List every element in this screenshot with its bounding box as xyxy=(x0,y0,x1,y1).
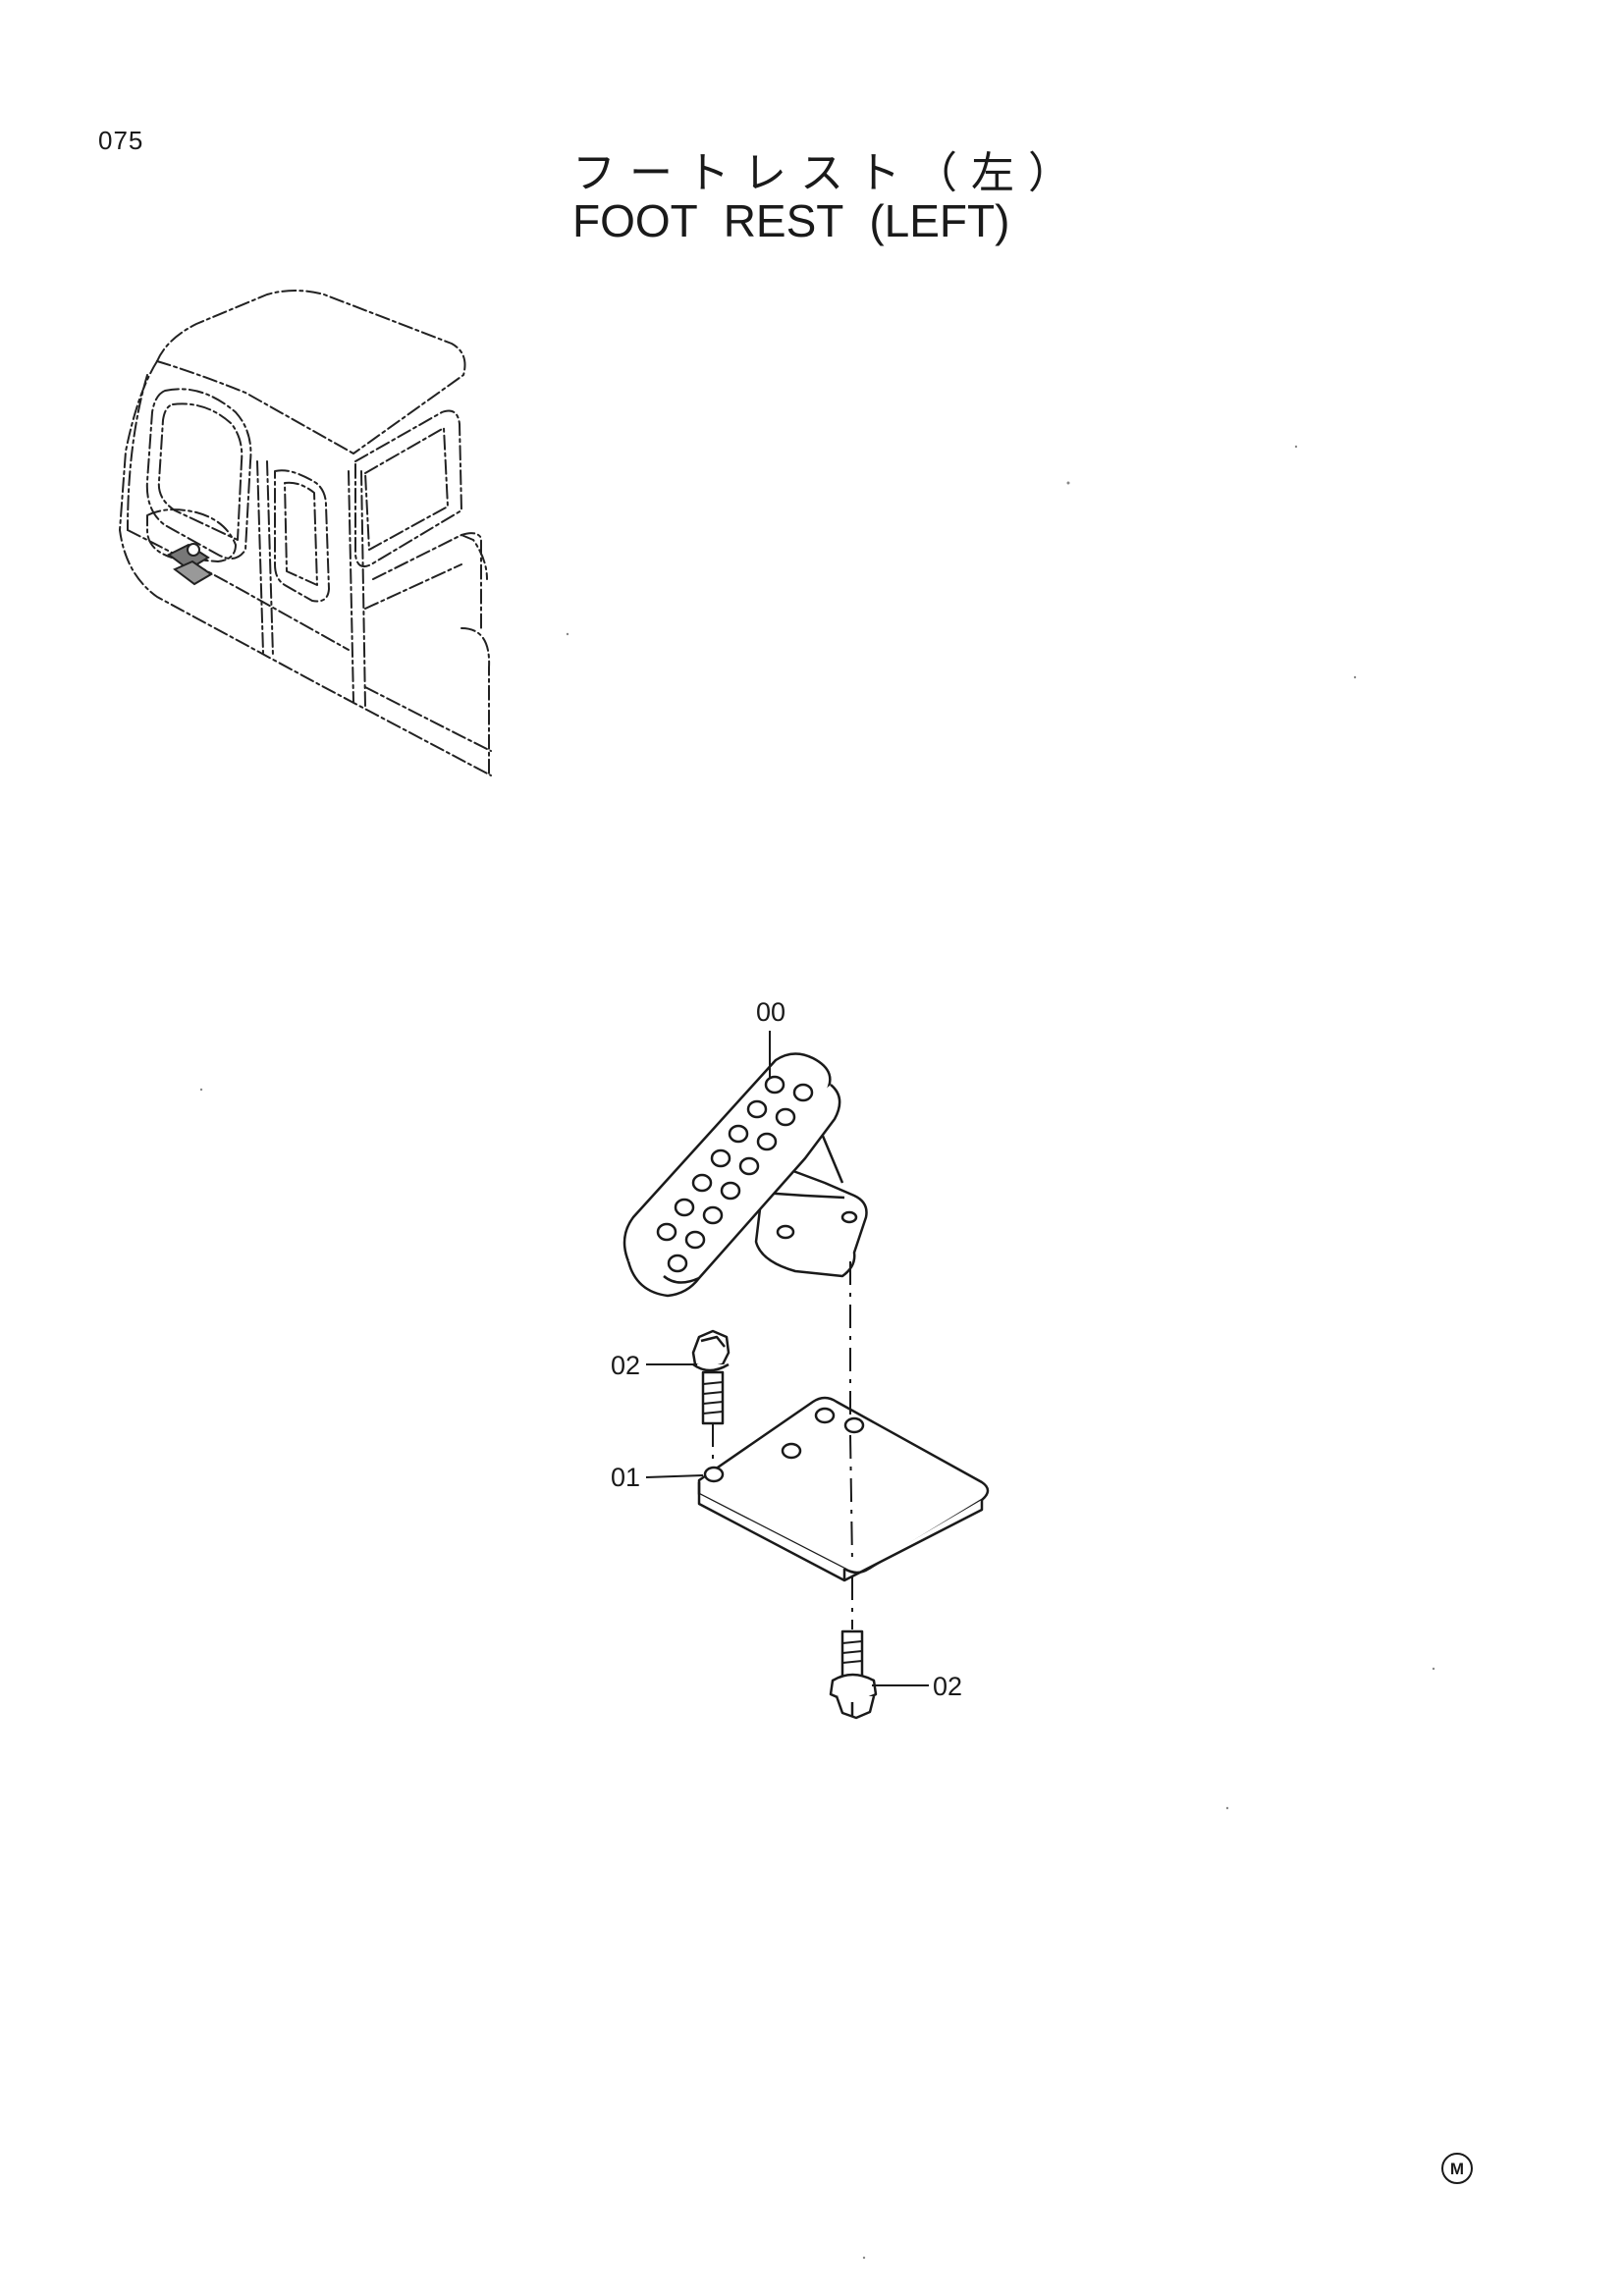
alignment-lines xyxy=(712,1261,853,1629)
page-number: 075 xyxy=(98,126,144,155)
callout-bolt-top: 02 xyxy=(611,1351,640,1380)
page-title: FOOT REST (LEFT) xyxy=(572,195,1010,246)
manufacturer-mark: M xyxy=(1441,2153,1473,2184)
base-plate xyxy=(697,1396,990,1582)
cab-locator-sketch xyxy=(119,290,492,776)
page-title-japanese: フートレスト（左） xyxy=(572,148,1085,198)
scan-specks xyxy=(199,445,1435,2260)
bolt-top-drawing xyxy=(691,1329,731,1425)
pedal-holes xyxy=(656,1075,814,1273)
callout-foot-rest: 00 xyxy=(756,997,785,1027)
callout-bolt-bottom: 02 xyxy=(933,1672,962,1701)
callout-plate: 01 xyxy=(611,1463,640,1492)
foot-rest-location-marker xyxy=(167,543,213,586)
leader-lines xyxy=(645,1031,929,1686)
foot-rest-pedal xyxy=(623,1052,868,1298)
bolt-bottom-drawing xyxy=(829,1629,878,1720)
